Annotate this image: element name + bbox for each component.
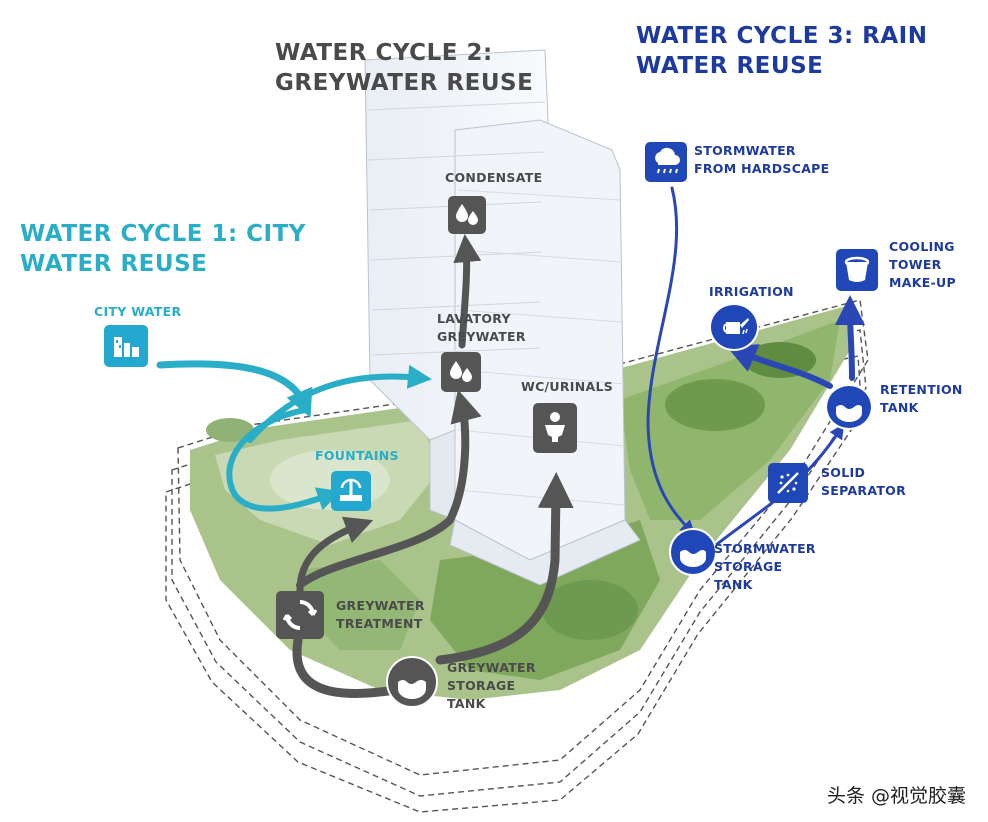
stormwater-from-hardscape-line1: STORMWATER	[694, 143, 796, 158]
water-drops-icon	[448, 196, 486, 234]
cooling-tower-label: COOLING TOWER MAKE-UP	[889, 238, 956, 292]
solid-separator-label: SOLID SEPARATOR	[821, 464, 906, 500]
greywater-storage-tank-line3: TANK	[447, 696, 486, 711]
fountain-icon	[331, 471, 371, 511]
water-drops-icon	[441, 352, 481, 392]
greywater-storage-tank-line2: STORAGE	[447, 678, 516, 693]
recycle-icon	[276, 591, 324, 639]
stormwater-storage-tank-line2: STORAGE	[714, 559, 783, 574]
greywater-treatment-line2: TREATMENT	[336, 616, 423, 631]
cooling-tower-line1: COOLING	[889, 239, 955, 254]
watering-can-icon	[709, 303, 759, 351]
cycle2-flow-arrows	[292, 234, 574, 698]
cycle2-title: WATER CYCLE 2: GREYWATER REUSE	[275, 38, 533, 98]
greywater-treatment-line1: GREYWATER	[336, 598, 425, 613]
cooling-tower-line3: MAKE-UP	[889, 275, 956, 290]
stormwater-from-hardscape-line2: FROM HARDSCAPE	[694, 161, 830, 176]
greywater-storage-tank-line1: GREYWATER	[447, 660, 536, 675]
fountains-label: FOUNTAINS	[315, 448, 399, 463]
cycle3-title: WATER CYCLE 3: RAIN WATER REUSE	[636, 21, 927, 81]
retention-tank-line2: TANK	[880, 400, 919, 415]
lavatory-greywater-label: LAVATORY GREYWATER	[437, 310, 526, 346]
retention-tank-icon	[825, 384, 873, 430]
rain-cloud-icon	[645, 142, 687, 182]
cycle3-title-line2: WATER REUSE	[636, 53, 824, 79]
stormwater-storage-tank-line1: STORMWATER	[714, 541, 816, 556]
storage-tank-icon	[386, 656, 438, 708]
condensate-label: CONDENSATE	[445, 170, 543, 185]
greywater-treatment-label: GREYWATER TREATMENT	[336, 597, 425, 633]
cycle1-title: WATER CYCLE 1: CITY WATER REUSE	[20, 219, 306, 279]
cycle1-title-line1: WATER CYCLE 1: CITY	[20, 221, 306, 247]
wc-urinals-label: WC/URINALS	[521, 379, 614, 394]
solid-separator-line2: SEPARATOR	[821, 483, 907, 498]
cycle1-flow-arrows	[156, 360, 432, 512]
filter-icon	[768, 463, 808, 503]
solid-separator-line1: SOLID	[821, 465, 866, 480]
retention-tank-label: RETENTION TANK	[880, 381, 963, 417]
irrigation-label: IRRIGATION	[709, 284, 794, 299]
cycle3-title-line1: WATER CYCLE 3: RAIN	[636, 23, 928, 49]
city-building-icon	[104, 325, 148, 367]
cooling-tower-icon	[836, 249, 878, 291]
cycle2-title-line1: WATER CYCLE 2:	[275, 40, 493, 66]
watermark: 头条 @视觉胶囊	[826, 785, 966, 807]
cycle3-flow-arrows	[646, 186, 866, 550]
retention-tank-line1: RETENTION	[880, 382, 963, 397]
city-water-label: CITY WATER	[94, 304, 182, 319]
stormwater-storage-tank-line3: TANK	[714, 577, 753, 592]
storage-tank-icon	[669, 528, 717, 576]
stormwater-storage-tank-label: STORMWATER STORAGE TANK	[714, 540, 816, 594]
greywater-storage-tank-label: GREYWATER STORAGE TANK	[447, 659, 536, 713]
lavatory-greywater-line2: GREYWATER	[437, 329, 526, 344]
lavatory-greywater-line1: LAVATORY	[437, 311, 511, 326]
toilet-icon	[533, 403, 577, 453]
cycle2-title-line2: GREYWATER REUSE	[275, 70, 534, 96]
stormwater-from-hardscape-label: STORMWATER FROM HARDSCAPE	[694, 142, 829, 178]
cooling-tower-line2: TOWER	[889, 257, 942, 272]
cycle1-title-line2: WATER REUSE	[20, 251, 208, 277]
